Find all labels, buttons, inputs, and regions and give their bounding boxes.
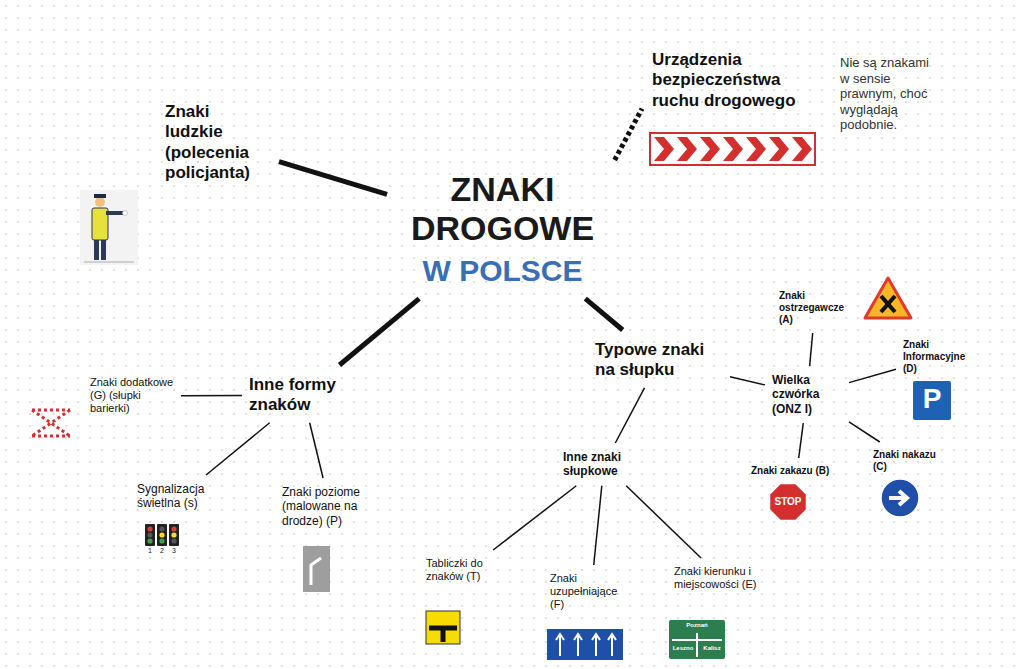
central-title: W POLSCE bbox=[397, 254, 608, 289]
branch-line bbox=[730, 377, 765, 385]
topic-node: Znaki poziome (malowane na drodze) (P) bbox=[280, 483, 380, 530]
topic-node: Znaki zakazu (B) bbox=[749, 463, 845, 479]
chevron-mark bbox=[746, 137, 766, 161]
topic-node: Tabliczki do znaków (T) bbox=[424, 555, 510, 585]
topic-node: Inne formy znaków bbox=[247, 373, 359, 418]
light-number: 1 bbox=[145, 547, 155, 554]
branch-line bbox=[849, 369, 896, 382]
parking-sign bbox=[913, 381, 951, 420]
chevron-mark bbox=[700, 137, 720, 161]
chevron-mark bbox=[723, 137, 743, 161]
topic-node: Znaki Informacyjne (D) bbox=[901, 337, 977, 377]
topic-text: Znaki ludzkie (polecenia policjanta) bbox=[165, 102, 269, 184]
place-name: Kalisz bbox=[699, 645, 725, 651]
chevron-barrier bbox=[650, 133, 815, 165]
place-name: Poznań bbox=[679, 622, 715, 628]
topic-node: Urządzenia bezpieczeństwa ruchu drogoweg… bbox=[650, 48, 818, 113]
chevron-mark bbox=[677, 137, 697, 161]
topic-text: Znaki nakazu (C) bbox=[873, 449, 945, 473]
central-title: ZNAKI DROGOWE bbox=[397, 170, 608, 248]
branch-line bbox=[849, 422, 880, 442]
topic-node: Typowe znaki na słupku bbox=[593, 338, 725, 383]
topic-text: Inne znaki słupkowe bbox=[563, 450, 645, 479]
warning-sign bbox=[865, 278, 911, 318]
topic-text: Tabliczki do znaków (T) bbox=[426, 557, 508, 583]
branch-line bbox=[594, 486, 602, 565]
topic-text: Znaki dodatkowe (G) (słupki barierki) bbox=[90, 376, 174, 416]
topic-text: Znaki ostrzegawcze (A) bbox=[779, 290, 851, 326]
topic-text: Sygnalizacja świetlna (s) bbox=[137, 482, 223, 511]
topic-node: Sygnalizacja świetlna (s) bbox=[135, 480, 225, 513]
branch-line bbox=[181, 395, 242, 397]
branch-line bbox=[799, 423, 804, 458]
topic-text: Urządzenia bezpieczeństwa ruchu drogoweg… bbox=[652, 50, 816, 111]
light-number: 3 bbox=[169, 547, 179, 554]
lane-sign bbox=[547, 629, 623, 660]
branch-line bbox=[626, 486, 701, 558]
topic-text: Znaki poziome (malowane na drodze) (P) bbox=[282, 485, 378, 528]
mandatory-sign bbox=[881, 479, 919, 517]
central-topic: ZNAKI DROGOWE W POLSCE bbox=[395, 168, 610, 291]
topic-text: Inne formy znaków bbox=[249, 375, 357, 416]
branch-line bbox=[340, 299, 420, 365]
topic-node: Znaki dodatkowe (G) (słupki barierki) bbox=[88, 374, 176, 418]
topic-text: Typowe znaki na słupku bbox=[595, 340, 723, 381]
topic-node: Wielka czwórka (ONZ I) bbox=[770, 371, 844, 418]
topic-text: Znaki Informacyjne (D) bbox=[903, 339, 975, 375]
sign-text: P bbox=[913, 384, 951, 415]
topic-node: Znaki ostrzegawcze (A) bbox=[777, 288, 853, 328]
sign-text: STOP bbox=[768, 496, 808, 508]
branch-line bbox=[493, 486, 576, 550]
light-number: 2 bbox=[157, 547, 167, 554]
barrier-posts bbox=[32, 410, 70, 436]
branch-line bbox=[585, 299, 622, 330]
plate-sign bbox=[426, 611, 460, 644]
topic-text: Znaki uzupełniające (F) bbox=[550, 572, 632, 612]
topic-node: Znaki kierunku i miejscowości (E) bbox=[672, 563, 772, 593]
place-name: Leszno bbox=[670, 645, 696, 651]
chevron-mark bbox=[792, 137, 812, 161]
road-marking-sign bbox=[303, 546, 330, 592]
branch-line bbox=[206, 423, 270, 475]
topic-node: Znaki uzupełniające (F) bbox=[548, 570, 634, 614]
policeman-icon bbox=[80, 190, 138, 265]
branch-line bbox=[310, 423, 323, 478]
note-text: Nie są znakami w sensie prawnym, choć wy… bbox=[840, 55, 936, 133]
branch-line bbox=[810, 333, 813, 366]
topic-text: Wielka czwórka (ONZ I) bbox=[772, 373, 842, 416]
branch-line bbox=[279, 162, 387, 195]
topic-node: Inne znaki słupkowe bbox=[561, 448, 647, 481]
traffic-lights bbox=[145, 524, 179, 546]
topic-text: Znaki kierunku i miejscowości (E) bbox=[674, 565, 770, 591]
branch-line bbox=[615, 388, 644, 443]
topic-node: Znaki nakazu (C) bbox=[871, 447, 947, 475]
topic-node: Znaki ludzkie (polecenia policjanta) bbox=[163, 100, 271, 186]
chevron-mark bbox=[654, 137, 674, 161]
chevron-mark bbox=[769, 137, 789, 161]
topic-text: Znaki zakazu (B) bbox=[751, 465, 843, 477]
direction-sign bbox=[669, 620, 725, 659]
branch-line bbox=[615, 109, 642, 160]
